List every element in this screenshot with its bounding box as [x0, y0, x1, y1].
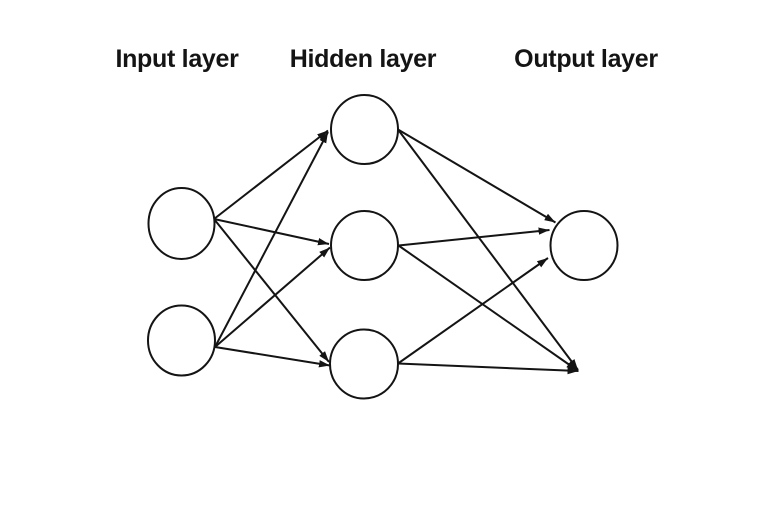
edge-input-2-to-hidden-2 [214, 246, 331, 348]
edge-hidden-1-to-output-1 [397, 128, 557, 224]
node-input-2 [147, 304, 216, 377]
edge-hidden-3-to-output-point [397, 362, 579, 375]
node-input-1 [147, 187, 216, 260]
input-layer-label: Input layer [115, 45, 239, 73]
node-output-1 [549, 210, 619, 281]
edge-input-1-to-hidden-2 [213, 218, 330, 246]
labels-group: Input layer Hidden layer Output layer [115, 45, 658, 73]
hidden-layer-label: Hidden layer [290, 45, 437, 73]
edge-input-1-to-hidden-3 [213, 218, 330, 363]
edge-hidden-3-to-output-1 [397, 257, 549, 365]
edge-hidden-2-to-output-point [397, 244, 579, 372]
edge-hidden-2-to-output-1 [398, 227, 550, 247]
node-hidden-3 [329, 328, 399, 400]
edge-input-1-to-hidden-1 [213, 129, 329, 220]
node-hidden-1 [330, 94, 399, 165]
edges-group [213, 128, 579, 375]
output-layer-label: Output layer [514, 45, 658, 73]
nodes-group [147, 94, 619, 400]
edge-input-2-to-hidden-1 [214, 131, 329, 348]
edge-hidden-1-to-output-point [397, 128, 579, 371]
edge-input-2-to-hidden-3 [214, 346, 331, 368]
node-hidden-2 [330, 210, 399, 281]
